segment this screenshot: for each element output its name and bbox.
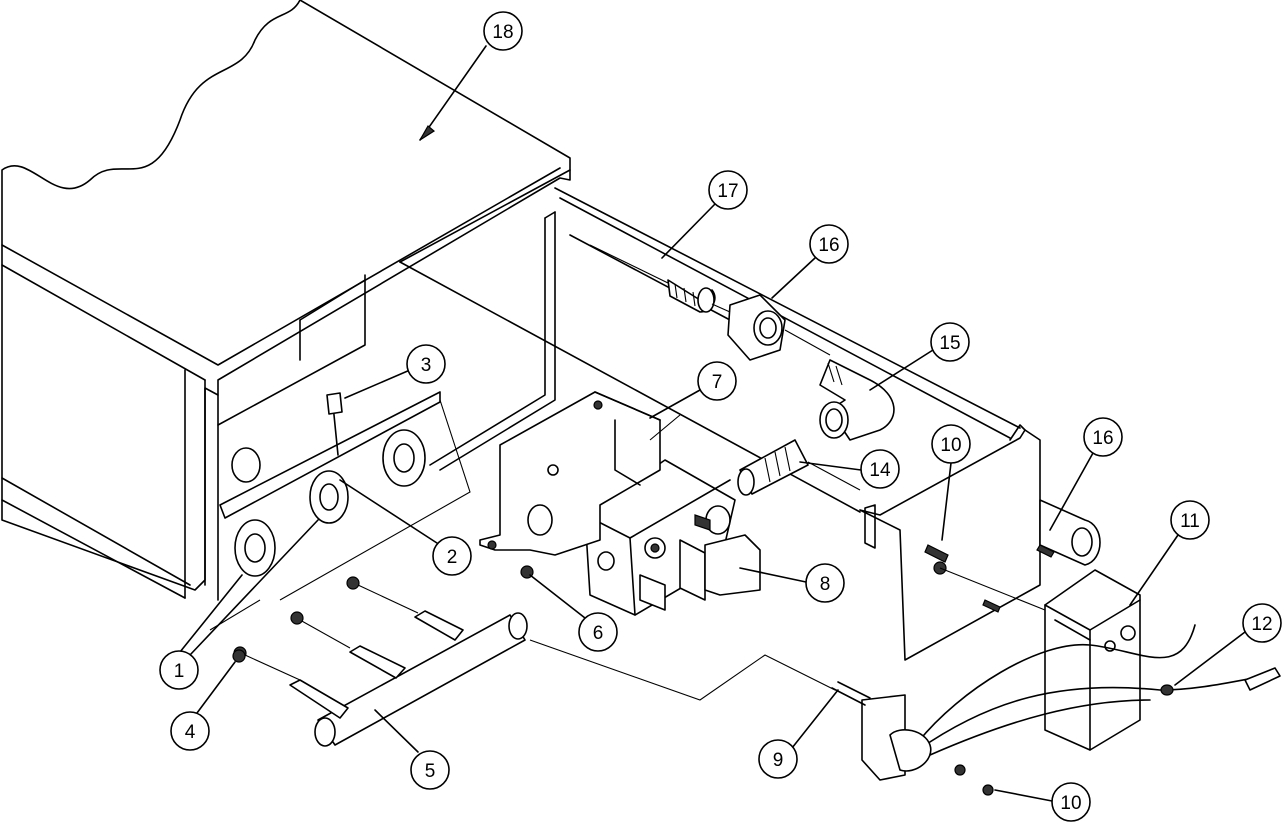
callout-2: 2 (339, 479, 472, 576)
callout-11: 16 (1049, 417, 1123, 531)
callout-4-label: 4 (185, 722, 196, 743)
callout-17: 17 (661, 170, 748, 259)
callout-8-label: 8 (820, 574, 831, 595)
callout-4: 4 (170, 661, 236, 751)
gas-valve (584, 459, 761, 616)
callout-1: 1 (159, 519, 319, 690)
callout-10-top-label: 10 (940, 435, 961, 456)
fasteners (232, 544, 1055, 796)
callout-12-label: 11 (1180, 511, 1200, 532)
callout-6-label: 6 (593, 623, 604, 644)
wiring (917, 624, 1281, 756)
callout-13: 12 (1174, 603, 1282, 686)
callout-1-label: 1 (174, 661, 185, 682)
callout-14: 14 (799, 449, 900, 489)
callout-7-label: 7 (712, 372, 723, 393)
callout-9-label: 9 (773, 750, 784, 771)
callout-9: 9 (758, 689, 839, 779)
callout-12: 11 (1129, 500, 1210, 606)
ignition-module (1044, 569, 1141, 751)
callout-15: 15 (869, 322, 970, 391)
callout-3: 3 (344, 344, 446, 399)
callout-15-label: 15 (939, 333, 960, 354)
callout-3-label: 3 (421, 355, 432, 376)
gaskets (234, 429, 426, 577)
callout-14-label: 14 (869, 460, 891, 481)
callout-17-label: 17 (717, 181, 738, 202)
callout-6: 6 (529, 574, 618, 652)
callout-18: 18 (419, 11, 523, 141)
callout-10-top: 10 (931, 424, 971, 541)
heater-housing (1, 0, 1021, 601)
pilot-assembly (529, 639, 932, 781)
side-bracket (859, 424, 1101, 661)
callout-16-label: 16 (818, 235, 839, 256)
callout-5: 5 (374, 709, 450, 790)
callout-7: 7 (649, 361, 737, 419)
callout-5-label: 5 (425, 761, 436, 782)
burner-manifold (233, 576, 528, 747)
callout-18-label: 18 (492, 22, 513, 43)
callout-13-label: 12 (1251, 614, 1272, 635)
callout-2-label: 2 (447, 547, 458, 568)
callout-16: 16 (771, 224, 849, 299)
callout-10-bottom-label: 10 (1060, 793, 1081, 814)
callout-11-label: 16 (1092, 428, 1113, 449)
callout-8: 8 (739, 563, 845, 603)
pipe-fittings (589, 244, 895, 496)
valve-bracket (479, 391, 661, 556)
callout-10-bottom: 10 (994, 782, 1091, 822)
